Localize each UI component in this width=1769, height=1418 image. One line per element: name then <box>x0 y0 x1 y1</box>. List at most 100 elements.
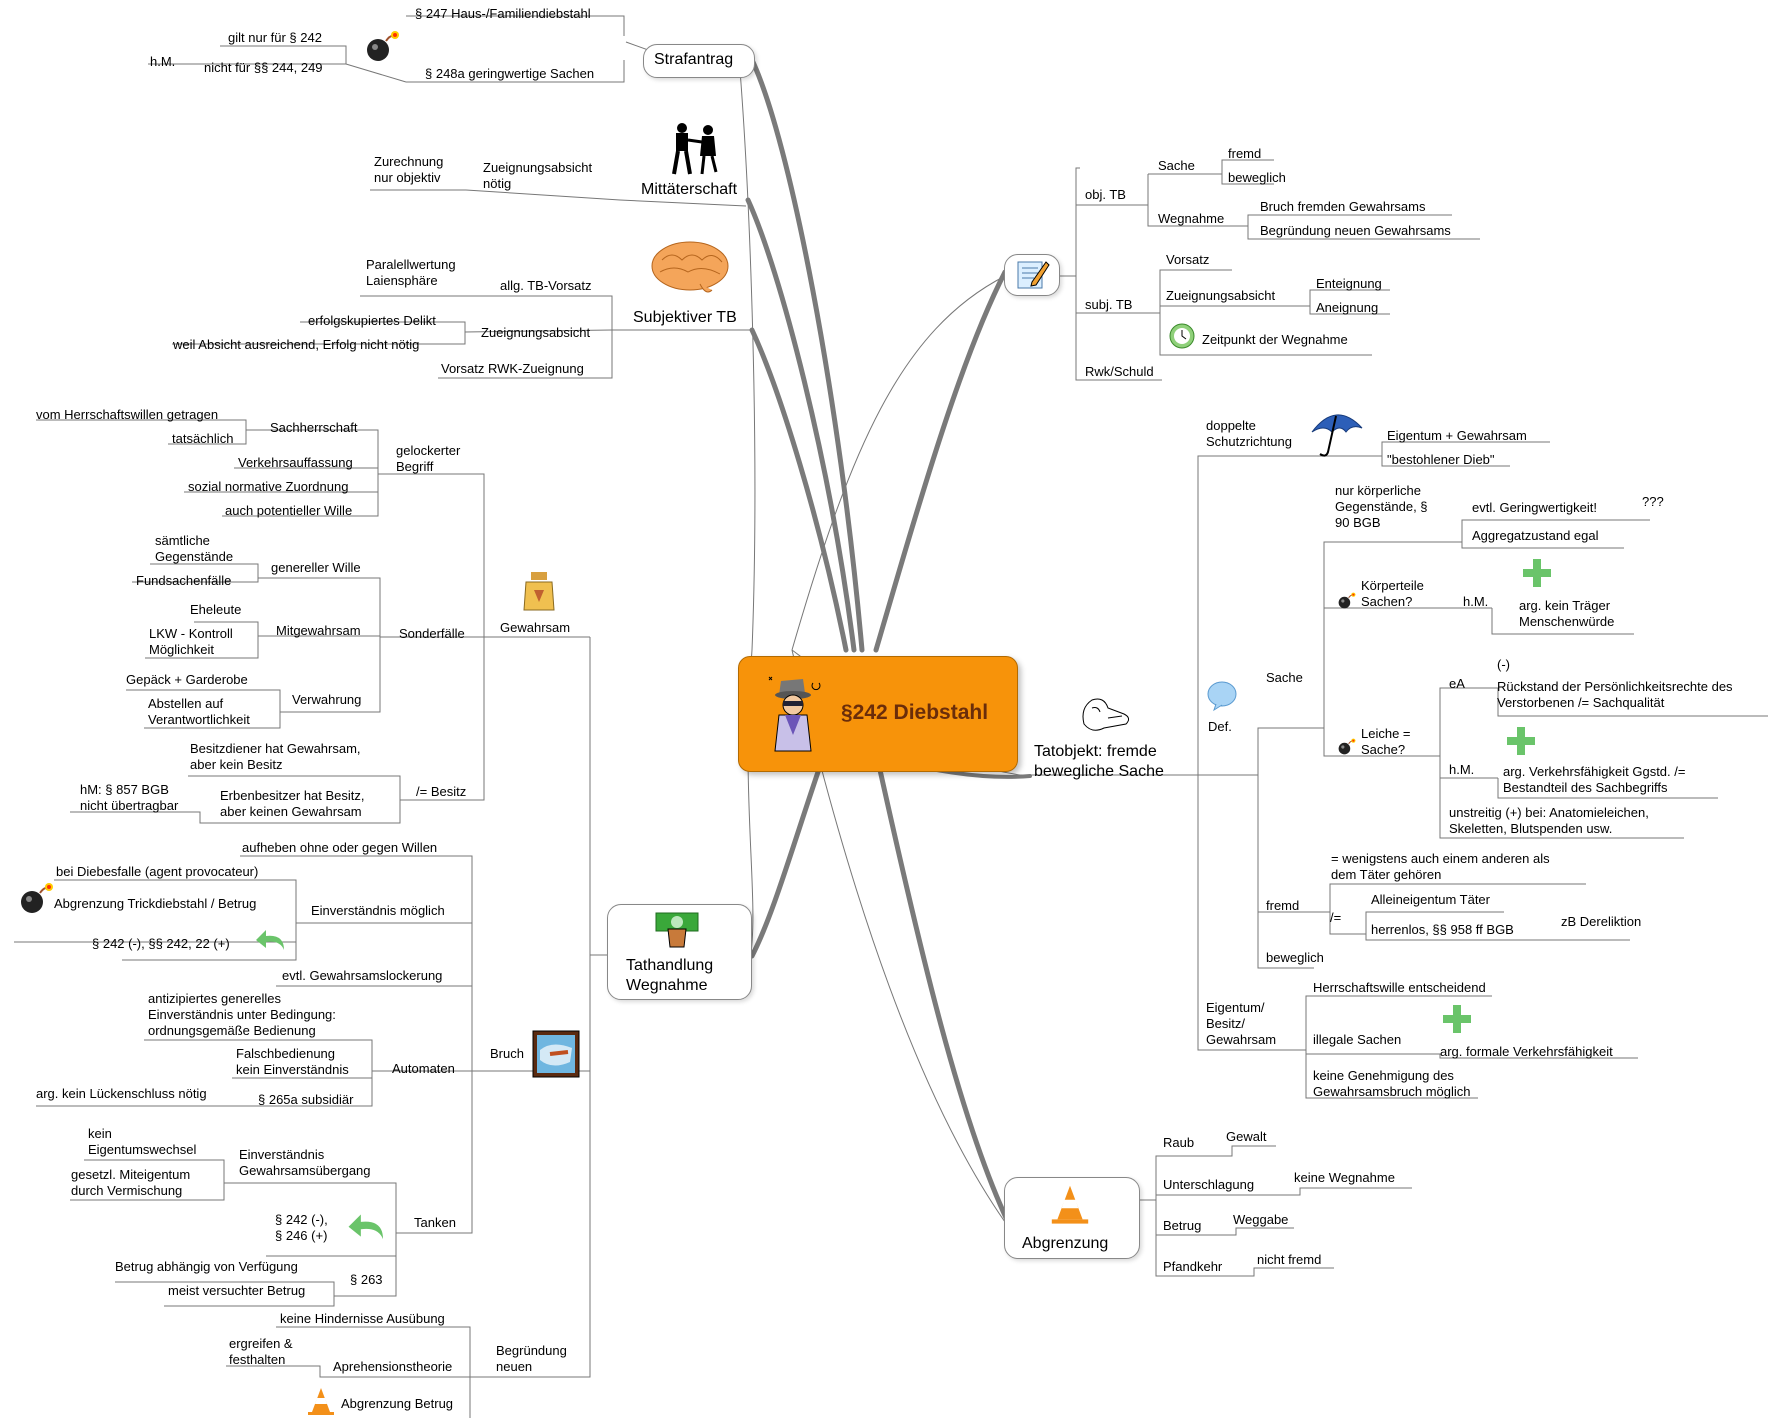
text: arg. Verkehrsfähigkeit Ggstd. /= Bestand… <box>1503 764 1686 795</box>
text: Eigentum + Gewahrsam <box>1387 428 1527 443</box>
text: sozial normative Zuordnung <box>188 479 349 494</box>
text: Vorsatz <box>1166 252 1210 267</box>
text: Raub <box>1163 1135 1195 1150</box>
text: zB Dereliktion <box>1561 914 1642 929</box>
text: Eheleute <box>190 602 242 617</box>
text: keine Wegnahme <box>1294 1170 1395 1185</box>
text: beweglich <box>1266 950 1324 965</box>
text: Fundsachenfälle <box>136 573 232 588</box>
text: § 263 <box>350 1272 383 1287</box>
text: Verkehrsauffassung <box>238 455 353 470</box>
text: doppelte Schutzrichtung <box>1206 418 1292 449</box>
text: sämtliche Gegenstände <box>155 533 234 564</box>
text: Def. <box>1208 719 1232 734</box>
central-topic[interactable]: §242 Diebstahl <box>738 656 1018 772</box>
text: Alleineigentum Täter <box>1371 892 1490 907</box>
text: Betrug <box>1163 1218 1202 1233</box>
laundry-icon <box>532 1030 580 1078</box>
text: gelockerter Begriff <box>396 443 461 474</box>
money-fist-icon <box>655 912 699 948</box>
text: bei Diebesfalle (agent provocateur) <box>56 864 259 879</box>
topic-strafantrag[interactable] <box>643 44 755 78</box>
undo-arrow-icon <box>256 930 284 950</box>
text: h.M. <box>1449 762 1475 777</box>
text: nur körperliche Gegenstände, § 90 BGB <box>1335 483 1428 530</box>
text: Automaten <box>392 1061 455 1076</box>
text: Betrug abhängig von Verfügung <box>115 1259 298 1274</box>
central-title: §242 Diebstahl <box>841 701 989 724</box>
topic-strafantrag-label: Strafantrag <box>654 51 734 68</box>
text: arg. kein Träger Menschenwürde <box>1519 598 1615 629</box>
fleeing-hand-icon <box>1082 698 1130 731</box>
text: keine Hindernisse Ausübung <box>280 1311 445 1326</box>
text: eA <box>1449 676 1465 691</box>
text: h.M. <box>150 54 176 69</box>
traffic-cone-icon <box>308 1388 334 1415</box>
text: Erbenbesitzer hat Besitz, aber keinen Ge… <box>220 788 365 819</box>
text: kein Eigentumswechsel <box>88 1126 197 1157</box>
undo-arrow-icon <box>348 1214 383 1240</box>
topic-abgrenzung-label: Abgrenzung <box>1022 1235 1109 1252</box>
text: erfolgskupiertes Delikt <box>308 313 436 328</box>
plus-icon <box>1507 727 1535 755</box>
text: Begründung neuen Gewahrsams <box>1260 223 1451 238</box>
text: evtl. Geringwertigkeit! <box>1472 500 1597 515</box>
notepad-pencil-icon <box>1017 261 1050 289</box>
text: Gewalt <box>1226 1129 1267 1144</box>
text: Vorsatz RWK-Zueignung <box>441 361 584 376</box>
text: Gewahrsam <box>500 620 571 635</box>
text: auch potentieller Wille <box>225 503 353 518</box>
text: Wegnahme <box>1158 211 1225 226</box>
text: h.M. <box>1463 594 1489 609</box>
text: Abgrenzung Trickdiebstahl / Betrug <box>54 896 257 911</box>
text: unstreitig (+) bei: Anatomieleichen, Ske… <box>1449 805 1649 836</box>
topic-tathandlung-label: Tathandlung Wegnahme <box>626 957 714 994</box>
umbrella-icon <box>1311 414 1363 457</box>
text: meist versuchter Betrug <box>168 1283 306 1298</box>
text: arg. formale Verkehrsfähigkeit <box>1440 1044 1613 1059</box>
topic-subjektiver-tb[interactable]: Subjektiver TB <box>633 309 737 326</box>
text: nicht für §§ 244, 249 <box>204 60 323 75</box>
text: Eigentum/ Besitz/ Gewahrsam <box>1206 1000 1277 1047</box>
cookie-jar-icon <box>523 572 555 611</box>
topic-tatobjekt[interactable]: Tatobjekt: fremde bewegliche Sache <box>1034 743 1164 780</box>
text: Abgrenzung Betrug <box>341 1396 454 1411</box>
text: arg. kein Lückenschluss nötig <box>36 1086 207 1101</box>
text: Zueignungsabsicht <box>1166 288 1276 303</box>
text: nicht fremd <box>1257 1252 1322 1267</box>
text: Mitgewahrsam <box>276 623 361 638</box>
text: Sonderfälle <box>399 626 465 641</box>
traffic-cone-icon <box>1051 1185 1089 1224</box>
text: allg. TB-Vorsatz <box>500 278 592 293</box>
text: Bruch <box>490 1046 524 1061</box>
clock-icon <box>1169 323 1195 349</box>
text: Sache <box>1266 670 1303 685</box>
text: evtl. Gewahrsamslockerung <box>282 968 443 983</box>
topic-mittaeterschaft[interactable]: Mittäterschaft <box>641 181 738 198</box>
text: Aprehensionstheorie <box>333 1359 453 1374</box>
text: Verwahrung <box>292 692 362 707</box>
text: § 248a geringwertige Sachen <box>425 66 595 81</box>
plus-icon <box>1523 559 1551 587</box>
text: Weggabe <box>1233 1212 1289 1227</box>
topic-tathandlung[interactable] <box>607 904 752 1000</box>
text: antizipiertes generelles Einverständnis … <box>148 991 336 1038</box>
speech-bubble-icon <box>1207 681 1237 712</box>
text: § 242 (-), § 246 (+) <box>275 1212 328 1243</box>
text: Körperteile Sachen? <box>1361 578 1424 609</box>
text: Bruch fremden Gewahrsams <box>1260 199 1426 214</box>
bomb-icon <box>1338 738 1356 755</box>
text: subj. TB <box>1085 297 1133 312</box>
text: aufheben ohne oder gegen Willen <box>242 840 438 855</box>
bomb-icon <box>21 883 53 913</box>
text: Herrschaftswille entscheidend <box>1313 980 1486 995</box>
text: weil Absicht ausreichend, Erfolg nicht n… <box>173 337 420 352</box>
text: Enteignung <box>1316 276 1382 291</box>
plus-icon <box>1443 1005 1471 1033</box>
thief-icon <box>768 676 821 752</box>
text: = wenigstens auch einem anderen als dem … <box>1331 851 1550 882</box>
text: Rwk/Schuld <box>1085 364 1154 379</box>
text: vom Herrschaftswillen getragen <box>36 407 219 422</box>
text: § 265a subsidiär <box>258 1092 354 1107</box>
